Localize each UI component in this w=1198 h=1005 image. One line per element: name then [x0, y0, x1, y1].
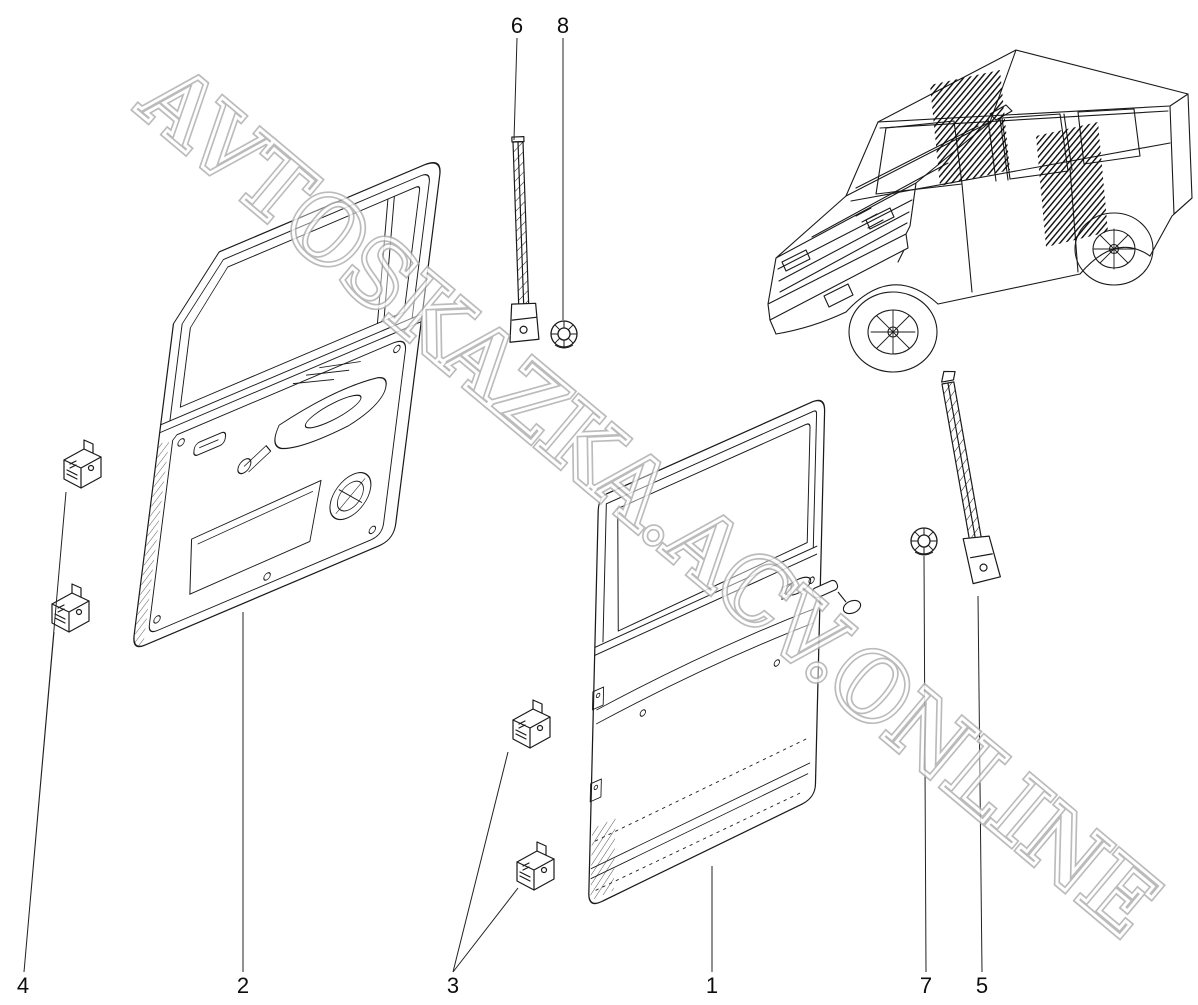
- mounting-clips-part4: [51, 439, 102, 633]
- callout-number-6: 6: [511, 13, 523, 38]
- callout-numbers: 6 8 4 2 3 1 7 5: [17, 13, 988, 998]
- callout-number-3: 3: [447, 973, 459, 998]
- rear-door-trim-panel-part2: [133, 162, 441, 649]
- window-guide-rail-part6: [509, 136, 540, 343]
- callout-number-1: 1: [706, 973, 718, 998]
- grommet-part7: [910, 527, 938, 556]
- callout-number-2: 2: [237, 973, 249, 998]
- mounting-clips-part3: [512, 699, 555, 891]
- window-guide-rail-part5: [941, 370, 1001, 585]
- rear-door-outer-panel-part1: [588, 399, 826, 905]
- callout-number-7: 7: [920, 973, 932, 998]
- grommet-part8: [550, 320, 578, 349]
- callout-number-4: 4: [17, 973, 29, 998]
- door-lock-detail: [811, 579, 862, 615]
- leader-lines: [23, 37, 983, 973]
- callout-number-5: 5: [976, 973, 988, 998]
- callout-number-8: 8: [557, 13, 569, 38]
- vehicle-dark-window-overlay: [930, 70, 1010, 186]
- vehicle-dark-door-overlay: [1036, 122, 1108, 247]
- vehicle-isometric-drawing: [767, 49, 1193, 373]
